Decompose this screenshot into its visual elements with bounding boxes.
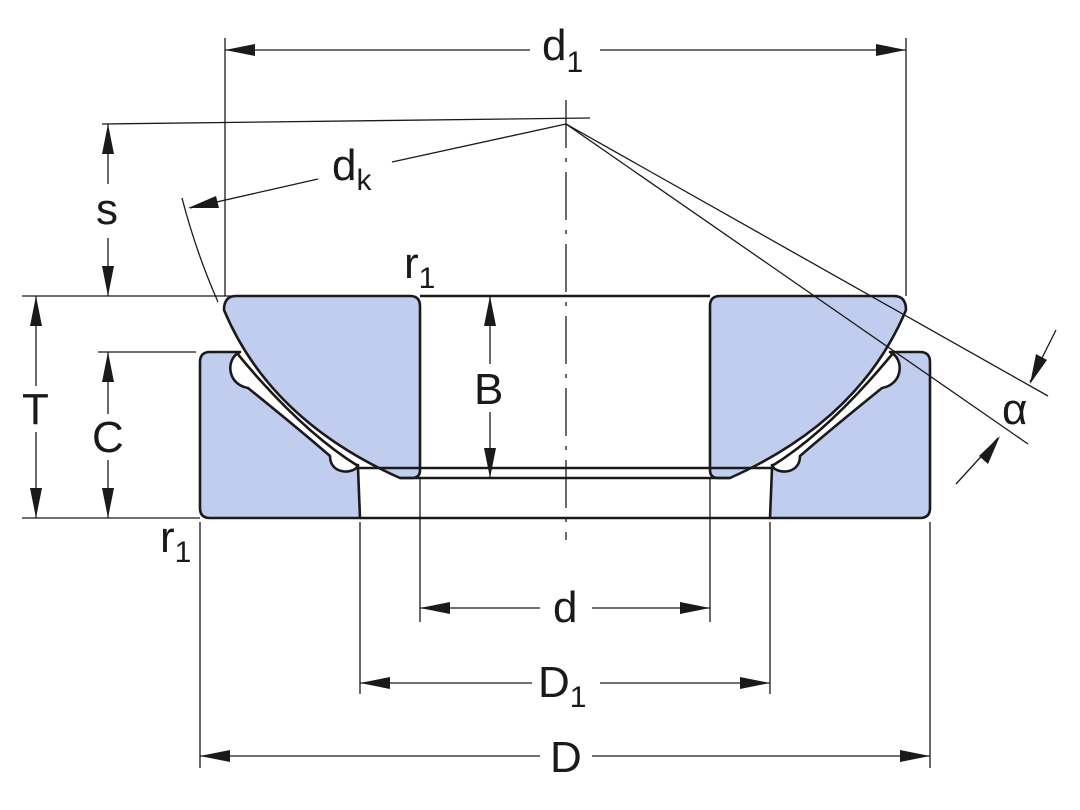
label-dk: dk bbox=[332, 141, 372, 197]
arrow-d1-left bbox=[225, 44, 255, 56]
sphere-contact-right bbox=[771, 351, 896, 468]
label-D: D bbox=[550, 733, 582, 782]
arrow-d-left bbox=[420, 602, 450, 614]
housing-washer-left bbox=[198, 350, 362, 520]
label-s: s bbox=[96, 185, 118, 234]
arrow-alpha-lower bbox=[979, 436, 1000, 464]
arrow-s-bottom bbox=[102, 266, 114, 296]
arrow-D1-right bbox=[740, 677, 770, 689]
contact-line-outer bbox=[565, 123, 1049, 397]
arrow-C-top bbox=[102, 352, 114, 382]
arrow-T-top bbox=[30, 296, 42, 326]
housing-washer-right bbox=[768, 350, 932, 520]
sphere-contact-left bbox=[234, 351, 359, 468]
label-B: B bbox=[474, 365, 503, 414]
sphere-center-line bbox=[101, 117, 591, 125]
arrow-B-bottom bbox=[484, 448, 496, 478]
arrow-B-top bbox=[484, 296, 496, 326]
arrow-d1-right bbox=[876, 44, 906, 56]
label-r1-bottom: r1 bbox=[160, 513, 191, 569]
arrow-s-top bbox=[102, 124, 114, 154]
label-d1: d1 bbox=[542, 21, 583, 79]
arrow-T-bottom bbox=[30, 488, 42, 518]
arrow-alpha-upper bbox=[1030, 354, 1047, 384]
sphere-arc bbox=[181, 197, 219, 303]
arrow-D-left bbox=[200, 750, 230, 762]
dim-dk-upper bbox=[391, 123, 567, 163]
label-T: T bbox=[22, 385, 49, 434]
arrow-dk bbox=[188, 196, 219, 208]
label-D1: D1 bbox=[538, 658, 586, 714]
arrow-d-right bbox=[680, 602, 710, 614]
label-alpha: α bbox=[1002, 385, 1027, 434]
shaft-washer-left bbox=[222, 294, 422, 480]
contact-line-inner bbox=[565, 123, 1029, 445]
arrow-C-bottom bbox=[102, 488, 114, 518]
label-d: d bbox=[553, 583, 577, 632]
arrow-D1-left bbox=[360, 677, 390, 689]
label-r1-top: r1 bbox=[404, 239, 435, 295]
arrow-D-right bbox=[900, 750, 930, 762]
shaft-washer-right bbox=[708, 294, 908, 480]
label-C: C bbox=[92, 413, 124, 462]
